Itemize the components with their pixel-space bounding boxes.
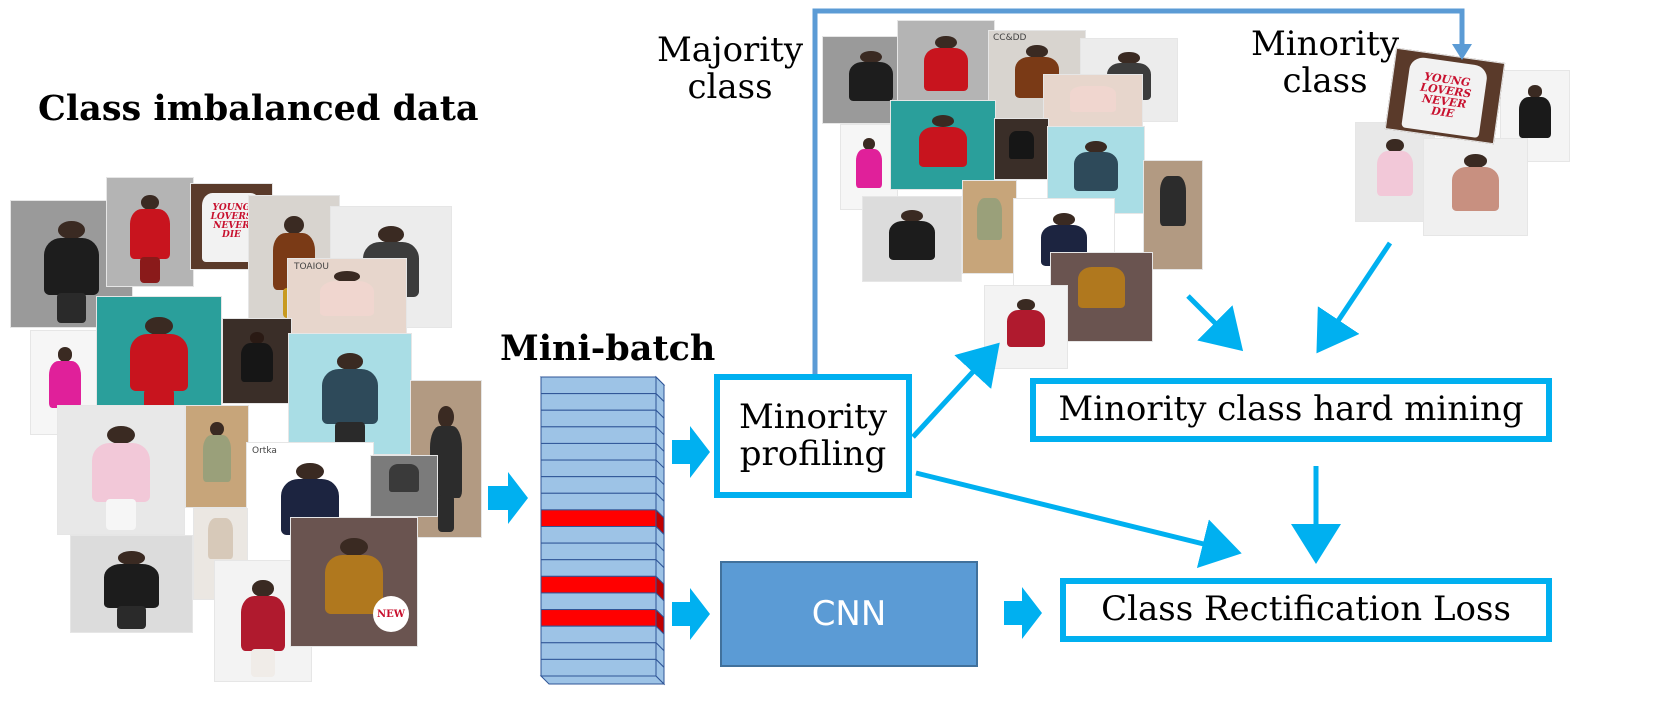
class-rectification-loss-label: Class Rectification Loss bbox=[1101, 589, 1511, 630]
minibatch-slot bbox=[540, 409, 657, 428]
photo-grey-knit bbox=[370, 455, 438, 517]
minibatch-slot-minority bbox=[540, 609, 657, 627]
brand-label-toaiou: TOAIOU bbox=[294, 262, 329, 272]
arrow-profiling-to-majority bbox=[911, 342, 1000, 439]
class-rectification-loss-box: Class Rectification Loss bbox=[1060, 578, 1552, 642]
arrow-minibatch-to-cnn bbox=[672, 588, 710, 640]
arrow-majority-to-mining bbox=[1186, 294, 1244, 352]
cnn-box: CNN bbox=[720, 561, 978, 667]
minority-photo-black-tee bbox=[1500, 70, 1570, 162]
minibatch-slot bbox=[540, 393, 657, 411]
minibatch-slot bbox=[540, 476, 657, 494]
minibatch-slot bbox=[540, 658, 657, 677]
minibatch-label: Mini-batch bbox=[500, 328, 716, 369]
minority-photo-print-tank bbox=[1423, 138, 1528, 236]
majority-class-label-line1: Majority bbox=[656, 30, 804, 70]
minority-class-label: Minority class bbox=[1240, 24, 1410, 102]
photo-black-lace-shorts bbox=[70, 535, 193, 633]
majority-class-label-line2: class bbox=[687, 67, 773, 108]
minibatch-slot bbox=[540, 559, 657, 577]
arrow-cnn-to-loss bbox=[1004, 587, 1042, 639]
minibatch-slot bbox=[540, 492, 657, 511]
tee-text-4: DIE bbox=[222, 230, 241, 241]
photo-khaki-top bbox=[185, 405, 249, 508]
majority-photo-dark-coat bbox=[1143, 160, 1203, 270]
minority-profiling-line1: Minority bbox=[738, 396, 888, 437]
tee-text-1: YOUNG bbox=[212, 203, 251, 214]
arrow-minibatch-to-profiling bbox=[672, 426, 710, 478]
minibatch-slot bbox=[540, 376, 657, 395]
majority-photo-khaki bbox=[962, 180, 1017, 274]
tee-text-2: LOVERS bbox=[210, 212, 253, 223]
arrow-data-to-minibatch bbox=[488, 472, 528, 524]
minibatch-slot-minority bbox=[540, 509, 657, 527]
photo-mustard-top: NEW bbox=[290, 517, 418, 647]
minibatch-slot bbox=[540, 642, 657, 660]
minibatch-slot bbox=[540, 592, 657, 611]
minibatch-slot bbox=[540, 542, 657, 561]
minority-profiling-line2: profiling bbox=[739, 434, 887, 474]
minibatch-slot-minority bbox=[540, 575, 657, 594]
majority-photo-pink-jacket bbox=[1043, 74, 1143, 132]
minibatch-slot bbox=[540, 426, 657, 444]
minority-class-label-line1: Minority bbox=[1250, 24, 1400, 64]
minibatch-slot bbox=[540, 625, 657, 644]
photo-red-coat bbox=[106, 177, 194, 287]
minority-profiling-box: Minority profiling bbox=[714, 374, 912, 498]
cnn-label: CNN bbox=[811, 594, 887, 634]
brand-label-ccdd: CC&DD bbox=[993, 33, 1027, 43]
photo-floral-tee bbox=[57, 405, 185, 535]
majority-photo-shorts bbox=[862, 196, 962, 282]
arrow-profiling-to-loss bbox=[915, 470, 1242, 569]
minibatch-slot bbox=[540, 459, 657, 478]
minibatch-slots bbox=[540, 375, 665, 686]
majority-photo-chain-top bbox=[994, 118, 1049, 180]
photo-black-chain-top bbox=[222, 318, 292, 404]
minority-photo-floral-tee bbox=[1355, 122, 1435, 222]
majority-photo-plaid bbox=[984, 285, 1068, 369]
hard-mining-box: Minority class hard mining bbox=[1030, 378, 1552, 442]
arrow-minority-to-mining bbox=[1316, 241, 1393, 354]
minibatch-slot bbox=[540, 526, 657, 544]
title-class-imbalanced-data: Class imbalanced data bbox=[38, 88, 479, 129]
tee-text-3: NEVER bbox=[213, 221, 250, 232]
majority-class-label: Majority class bbox=[655, 30, 805, 108]
minibatch-slot-side bbox=[655, 658, 665, 686]
arrow-profiling-feedback-loop bbox=[812, 8, 1472, 374]
photo-pink-jacket: TOAIOU bbox=[287, 258, 407, 336]
brand-label-ortka: Ortka bbox=[252, 446, 277, 456]
minibatch-slot bbox=[540, 442, 657, 461]
hard-mining-label: Minority class hard mining bbox=[1058, 389, 1524, 430]
minority-class-label-line2: class bbox=[1282, 61, 1368, 102]
new-badge: NEW bbox=[373, 596, 409, 632]
majority-photo-navy-dress bbox=[1013, 198, 1115, 290]
minibatch-stack bbox=[539, 375, 666, 686]
